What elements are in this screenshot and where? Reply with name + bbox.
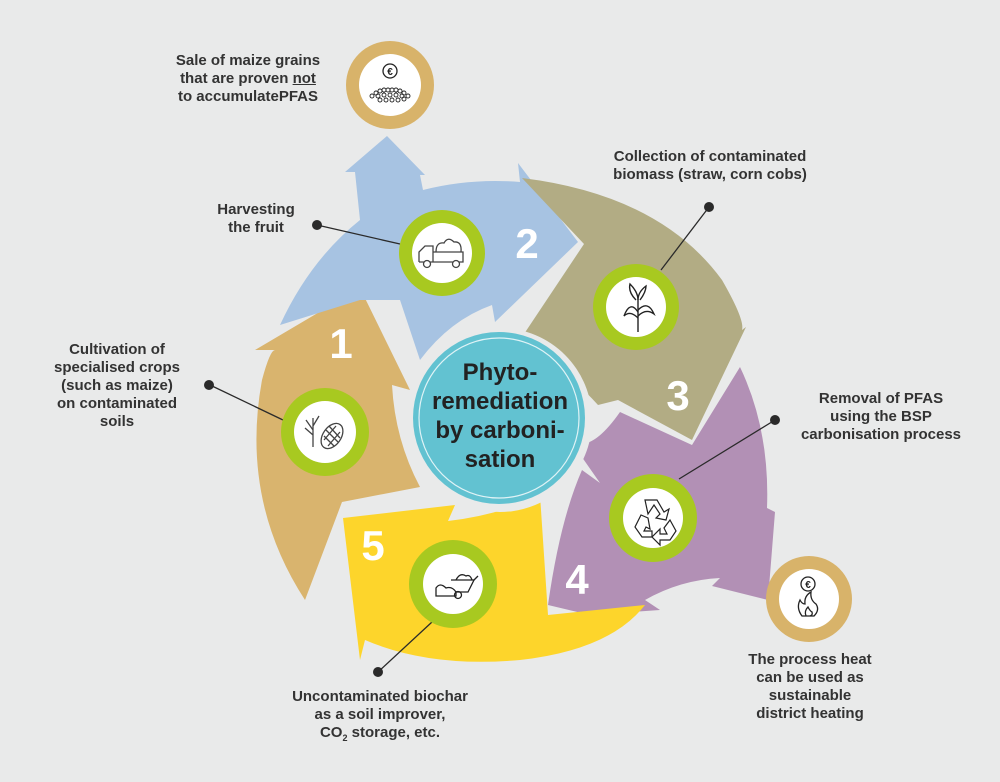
- label-fragment-co: CO: [319, 724, 343, 741]
- step-4-label: Removal of PFAS using the BSP carbonisat…: [786, 390, 976, 444]
- label-fragment: storage, etc.: [347, 724, 441, 741]
- label-line: Removal of PFAS: [818, 390, 944, 407]
- center-circle: [408, 328, 592, 512]
- step-5-badge: [409, 540, 497, 628]
- label-fragment: that are proven: [180, 70, 293, 87]
- step-4-badge: [609, 474, 697, 562]
- center-title-line-2: remediation: [431, 388, 569, 415]
- label-line: carbonisation process: [800, 426, 962, 443]
- label-line: to accumulatePFAS: [177, 88, 319, 105]
- label-line: on contaminated: [56, 395, 177, 412]
- label-emphasis-not: not: [292, 70, 316, 87]
- step-1-badge: [281, 388, 369, 476]
- step-3-badge: [593, 264, 679, 350]
- connector-step-2: [312, 220, 401, 245]
- step-1-label: Cultivation of specialised crops (such a…: [42, 341, 192, 431]
- recycle-icon: [634, 499, 677, 547]
- label-line: district heating: [756, 705, 864, 722]
- label-line: CO2 storage, etc.: [270, 724, 490, 747]
- label-line: the fruit: [228, 219, 284, 236]
- step-3-number: 3: [666, 372, 689, 419]
- harvest-truck-icon: [418, 238, 464, 269]
- label-subscript-2: 2: [342, 733, 348, 743]
- label-line: Uncontaminated biochar: [292, 688, 468, 705]
- step-1-number: 1: [329, 320, 352, 367]
- center-title: Phyto- remediation by carboni- sation: [420, 358, 580, 474]
- label-line: Harvesting: [217, 201, 295, 218]
- euro-grains-icon: €: [369, 63, 411, 103]
- label-line: can be used as: [756, 669, 864, 686]
- step-2-label: Harvesting the fruit: [206, 201, 306, 237]
- label-line: sustainable: [768, 687, 852, 704]
- center-title-line-4: sation: [464, 446, 536, 473]
- output-grains-label: Sale of maize grains that are proven not…: [158, 52, 338, 106]
- label-line: using the BSP: [830, 408, 932, 425]
- label-line: Cultivation of: [69, 341, 165, 358]
- connector-step-1: [204, 380, 284, 421]
- label-line: soils: [99, 413, 135, 430]
- label-line: that are proven not: [158, 70, 338, 88]
- center-title-line-1: Phyto-: [462, 359, 538, 386]
- wheelbarrow-soil-icon: [435, 574, 479, 600]
- label-line: Sale of maize grains: [175, 52, 321, 69]
- step-4-number: 4: [565, 556, 589, 603]
- step-2-badge: [399, 210, 485, 296]
- svg-text:€: €: [805, 580, 811, 591]
- connector-step-3: [660, 202, 714, 271]
- step-2-number: 2: [515, 220, 538, 267]
- label-line: as a soil improver,: [314, 706, 446, 723]
- output-heat-badge: €: [766, 556, 852, 642]
- center-title-line-3: by carboni-: [435, 417, 565, 444]
- maize-plant-icon: [623, 282, 656, 332]
- connector-step-5: [373, 621, 433, 677]
- label-line: biomass (straw, corn cobs): [613, 166, 807, 183]
- label-line: Collection of contaminated: [613, 148, 807, 165]
- step-3-label: Collection of contaminated biomass (stra…: [590, 148, 830, 184]
- label-line: The process heat: [748, 651, 872, 668]
- svg-text:€: €: [387, 67, 393, 78]
- euro-flame-icon: €: [797, 576, 819, 617]
- maize-crop-icon: [304, 415, 344, 450]
- output-heat-label: The process heat can be used as sustaina…: [725, 651, 895, 723]
- step-5-number: 5: [361, 522, 384, 569]
- step-5-label: Uncontaminated biochar as a soil improve…: [270, 688, 490, 747]
- output-grains-badge: €: [346, 41, 434, 129]
- step-numbers: 1 2 3 4 5: [329, 220, 689, 603]
- label-line: (such as maize): [61, 377, 173, 394]
- label-line: specialised crops: [54, 359, 180, 376]
- connector-step-4: [678, 415, 780, 480]
